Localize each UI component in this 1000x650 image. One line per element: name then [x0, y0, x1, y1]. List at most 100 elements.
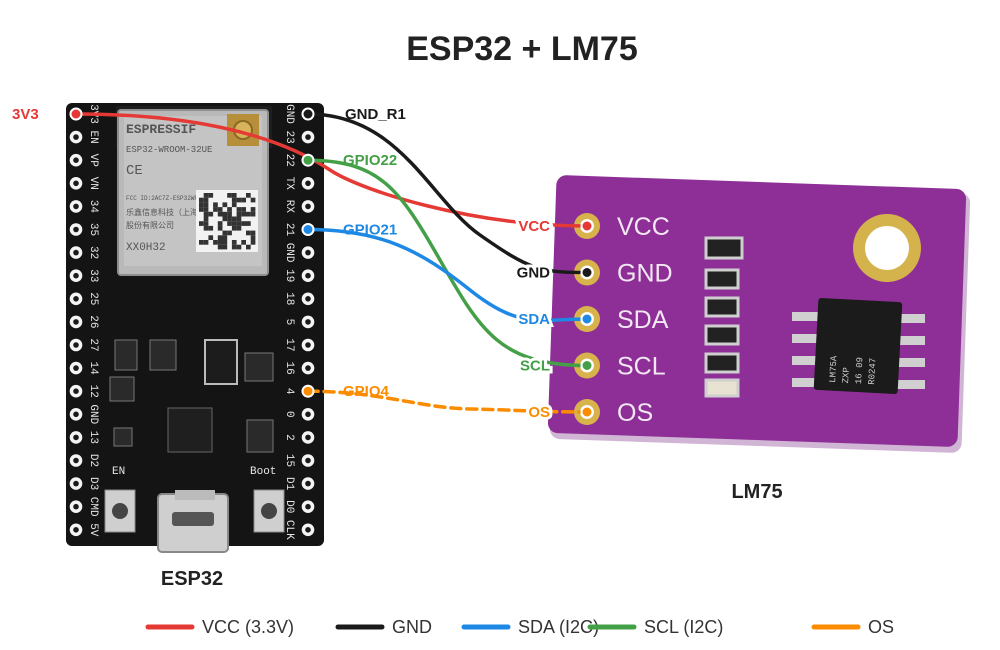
- wire-os: [306, 389, 589, 414]
- wire-vcc-to-label: VCC: [518, 218, 550, 235]
- esp32-pin-silk: VN: [87, 177, 99, 190]
- esp32-pin-silk: D1: [283, 477, 295, 491]
- wire-gnd-from-label: GND_R1: [345, 106, 406, 123]
- wire-gnd-end-dot: [580, 266, 594, 279]
- lm75-chip-leg: [792, 356, 822, 365]
- lm75-chip-leg: [792, 334, 822, 343]
- esp32-pin-silk: 32: [87, 246, 99, 259]
- esp32-pin-hole-center: [73, 319, 79, 325]
- esp32-pin-hole-center: [73, 388, 79, 395]
- esp32-pin-silk: GND: [87, 404, 99, 424]
- esp32-pin-hole-center: [73, 203, 79, 210]
- esp32-pin-hole-center: [305, 365, 311, 371]
- lm75-chip-marking-line: 16 09: [854, 357, 865, 385]
- esp32-pin-silk: GND: [283, 243, 295, 263]
- lm75-pin-silk: VCC: [617, 213, 670, 241]
- esp32-pin-hole-center: [73, 180, 79, 187]
- esp32-pin-hole-center: [305, 457, 311, 464]
- esp32-pin-hole-center: [73, 365, 79, 371]
- lm75-chip: [813, 298, 903, 394]
- esp32-pin-silk: 33: [87, 269, 99, 282]
- esp32-component-small: [113, 427, 133, 447]
- wire-vcc-start-dot: [69, 107, 83, 121]
- wire-sda-to-label: SDA: [518, 311, 550, 328]
- esp32-pin-hole-center: [73, 434, 79, 441]
- wire-scl-to-label: SCL: [520, 358, 550, 375]
- esp32-pin-silk: 2: [283, 434, 295, 441]
- legend-label: GND: [392, 617, 432, 637]
- esp32-component-cap: [114, 339, 138, 371]
- esp32-pin-silk: D0: [283, 500, 295, 513]
- esp32-pin-silk: D3: [87, 477, 99, 490]
- lm75-chip-marking-line: ZXP: [841, 367, 852, 384]
- esp32-pin-hole-center: [73, 457, 79, 464]
- esp32-pin-hole-center: [305, 319, 311, 325]
- esp32-board: ESPRESSIF ESP32-WROOM-32UE CE FCC ID:2AC…: [66, 103, 324, 553]
- esp32-module-code: XX0H32: [126, 242, 166, 254]
- esp32-pin-silk: 34: [87, 200, 99, 214]
- lm75-chip-leg: [792, 312, 822, 321]
- esp32-component-transistor: [246, 419, 274, 453]
- esp32-en-label: EN: [112, 466, 125, 478]
- lm75-chip-leg: [895, 336, 925, 345]
- esp32-pin-hole-center: [305, 272, 311, 279]
- esp32-usb-tabs: [175, 490, 215, 500]
- esp32-label: ESP32: [161, 568, 223, 590]
- esp32-pin-hole-center: [73, 249, 79, 256]
- esp32-pin-hole-center: [305, 203, 311, 210]
- esp32-ce-mark: CE: [126, 163, 143, 179]
- esp32-pin-silk: D2: [87, 454, 99, 467]
- legend-label: VCC (3.3V): [202, 617, 294, 637]
- esp32-pin-silk: 17: [283, 338, 295, 351]
- esp32-pin-hole-center: [73, 342, 79, 348]
- esp32-component-res: [109, 376, 135, 402]
- esp32-module-maker-2: 股份有限公司: [126, 220, 174, 230]
- esp32-usb-bridge-chip: [167, 407, 213, 453]
- lm75-pin-silk: OS: [617, 399, 653, 427]
- lm75-chip-leg: [895, 380, 925, 389]
- esp32-pin-hole-center: [73, 411, 79, 418]
- esp32-pin-silk: 23: [283, 130, 295, 143]
- esp32-pin-hole-center: [305, 249, 311, 256]
- wire-os-start-dot: [301, 384, 315, 398]
- lm75-resistor-4: [704, 352, 740, 374]
- esp32-pin-silk: RX: [283, 200, 295, 214]
- wire-gnd-to-label: GND: [517, 265, 551, 282]
- lm75-pin-silk: GND: [617, 260, 673, 288]
- lm75-resistor-2: [704, 296, 740, 318]
- esp32-pin-hole-center: [73, 480, 79, 487]
- esp32-qr-code: [196, 190, 258, 252]
- esp32-pin-hole-center: [305, 503, 311, 510]
- wire-vcc-end-dot: [580, 219, 594, 233]
- esp32-pin-silk: VP: [87, 154, 99, 168]
- esp32-module-fcc: FCC ID:2AC7Z-ESP32WROOM32UE: [126, 195, 224, 202]
- esp32-pin-silk: 5: [283, 319, 295, 326]
- wire-sda-start-dot: [301, 223, 315, 236]
- wire-sda-end-dot: [580, 312, 594, 326]
- esp32-pin-silk: 25: [87, 292, 99, 305]
- esp32-pin-silk: TX: [283, 177, 295, 191]
- lm75-chip-leg: [895, 358, 925, 367]
- esp32-pin-silk: 15: [283, 454, 295, 467]
- lm75-led: [704, 378, 740, 398]
- lm75-chip-marking-line: LM75A: [828, 355, 839, 383]
- lm75-resistor-1: [704, 268, 740, 290]
- esp32-pin-silk: 12: [87, 385, 99, 398]
- wire-gnd-start-dot: [301, 107, 315, 121]
- esp32-pin-hole-center: [305, 480, 311, 487]
- wire-os-to-label: OS: [528, 404, 550, 421]
- esp32-pin-hole-center: [305, 342, 311, 348]
- esp32-pin-hole-center: [73, 296, 79, 302]
- esp32-pin-silk: CMD: [87, 497, 99, 517]
- esp32-pin-hole-center: [305, 134, 311, 140]
- esp32-pin-silk: 27: [87, 338, 99, 351]
- lm75-resistor-3: [704, 324, 740, 346]
- lm75-pin-silk: SCL: [617, 353, 666, 381]
- lm75-label: LM75: [731, 481, 782, 503]
- esp32-pin-hole-center: [305, 180, 311, 187]
- wire-scl-from-label: GPIO22: [343, 152, 397, 169]
- esp32-usb-port: [172, 512, 214, 526]
